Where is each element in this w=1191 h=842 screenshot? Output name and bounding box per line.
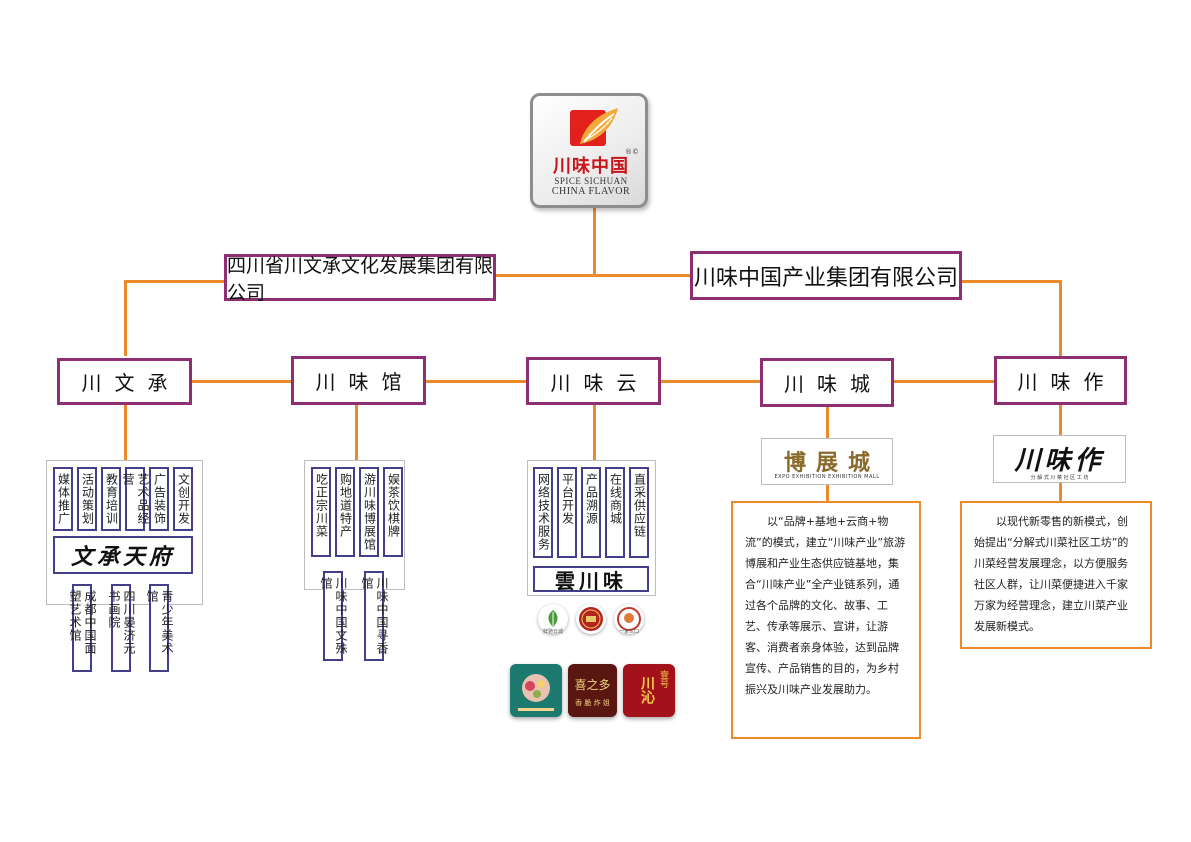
service-direct-supply: 直采供应链 xyxy=(629,467,649,558)
division-chuanweiguan: 川味馆 xyxy=(291,356,426,405)
seal-icon xyxy=(579,607,603,631)
service-cultural-creative: 文创开发 xyxy=(173,467,193,531)
brand-bozhancheng-name: 博展城 xyxy=(783,450,880,476)
connector-brand5-down xyxy=(1059,483,1062,501)
product-card-2-sub: 香 脆 炸 姐 xyxy=(575,699,610,707)
service-education: 教育培训 xyxy=(101,467,121,531)
badge-label-yijiasankou: 一家三口 xyxy=(618,629,639,635)
flower-icon xyxy=(518,674,554,711)
service-ad-decor: 广告装饰 xyxy=(149,467,169,531)
service-tour: 游川味博展馆 xyxy=(359,467,379,557)
product-card-2: 喜之多 香 脆 炸 姐 xyxy=(568,664,617,717)
connector-div1-down xyxy=(124,405,127,460)
brand-chuanweizuo-sub: 分 解 式 川 菜 社 区 工 坊 xyxy=(1030,475,1089,481)
division-chuanweicheng: 川味城 xyxy=(760,358,894,407)
connector-right-down xyxy=(1059,280,1062,356)
badge-yijiasankou xyxy=(614,604,644,634)
connector-div5-down xyxy=(1059,405,1062,435)
connector-div2-down xyxy=(355,405,358,460)
leaf-icon xyxy=(548,610,558,627)
logo-registered-mark: ®© xyxy=(625,148,639,156)
connector-brand4-down xyxy=(826,485,829,501)
brand-bozhancheng-en: EXPO EXHIBITION EXHIBITION MALL xyxy=(774,474,880,480)
brand-box-bozhancheng: 博展城 EXPO EXHIBITION EXHIBITION MALL xyxy=(761,438,893,485)
product-card-3: 川沁 壹号 xyxy=(623,664,675,717)
product-card-1 xyxy=(510,664,562,717)
connector-right-branch xyxy=(962,280,1062,283)
logo-name-en-line2: CHINA FLAVOR xyxy=(551,186,631,197)
venue-wenshu-hall: 川味中国文殊馆 xyxy=(319,571,348,661)
service-eat: 吃正宗川菜 xyxy=(311,467,331,557)
brand-chuanweizuo-name: 川味作 xyxy=(1014,446,1105,476)
product-card-3-tag: 壹号 xyxy=(658,670,668,688)
service-platform-dev: 平台开发 xyxy=(557,467,577,558)
service-buy: 购地道特产 xyxy=(335,467,355,557)
brand-box-chuanweizuo: 川味作 分 解 式 川 菜 社 区 工 坊 xyxy=(993,435,1126,483)
service-media-promo: 媒体推广 xyxy=(53,467,73,531)
service-network-tech: 网络技术服务 xyxy=(533,467,553,558)
company-box-left: 四川省川文承文化发展集团有限公司 xyxy=(224,254,496,304)
service-art-trade: 艺术品经营 xyxy=(121,467,150,531)
logo-name-en-line1: SPICE SICHUAN xyxy=(554,176,628,186)
desc-chuanweicheng: 以“品牌+基地+云商+物流”的模式，建立“川味产业”旅游博展和产业生态供应链基地… xyxy=(731,501,921,739)
connector-left-down xyxy=(124,280,127,356)
connector-companies xyxy=(496,274,690,277)
logo-leaf-icon xyxy=(570,108,618,146)
logo-name-cn: 川味中国 xyxy=(553,156,629,177)
badge-pinchuanwei xyxy=(576,604,606,634)
service-event-planning: 活动策划 xyxy=(77,467,97,531)
brand-yunchuanwei: 雲川味 xyxy=(533,566,649,593)
connector-div4-down xyxy=(826,405,829,438)
desc-chuanweizuo: 以现代新零售的新模式，创始提出“分解式川菜社区工坊”的川菜经营发展理念，以方便服… xyxy=(960,501,1152,649)
emblem-icon xyxy=(617,607,641,631)
product-card-3-name: 川沁 xyxy=(639,676,655,704)
brand-wenchengtianfu: 文承天府 xyxy=(53,536,193,574)
service-traceability: 产品溯源 xyxy=(581,467,601,558)
badge-xianchi xyxy=(538,604,568,634)
connector-div3-down xyxy=(593,405,596,460)
division-chuanweiyun: 川味云 xyxy=(526,357,661,405)
product-card-2-name: 喜之多 xyxy=(574,678,611,692)
service-entertain: 娱茶饮棋牌 xyxy=(383,467,403,557)
service-online-mall: 在线商城 xyxy=(605,467,625,558)
badge-label-xianchi: 鲜驰云城 xyxy=(542,629,563,635)
venue-youth-art-museum: 青少年美术馆 xyxy=(145,584,174,672)
venue-yanjiyuan-academy: 四川晏济元书画院 xyxy=(107,584,136,672)
venue-dough-art-museum: 成都中国面塑艺术馆 xyxy=(68,584,97,672)
group-logo: 川味中国 ®© SPICE SICHUAN CHINA FLAVOR xyxy=(530,93,648,208)
company-box-right: 川味中国产业集团有限公司 xyxy=(690,251,962,300)
division-chuanweizuo: 川味作 xyxy=(994,356,1127,405)
venue-xunxiang-hall: 川味中国寻香馆 xyxy=(360,571,389,661)
connector-logo-down xyxy=(593,208,596,276)
connector-left-branch xyxy=(124,280,224,283)
division-chuanwencheng: 川文承 xyxy=(57,358,192,405)
